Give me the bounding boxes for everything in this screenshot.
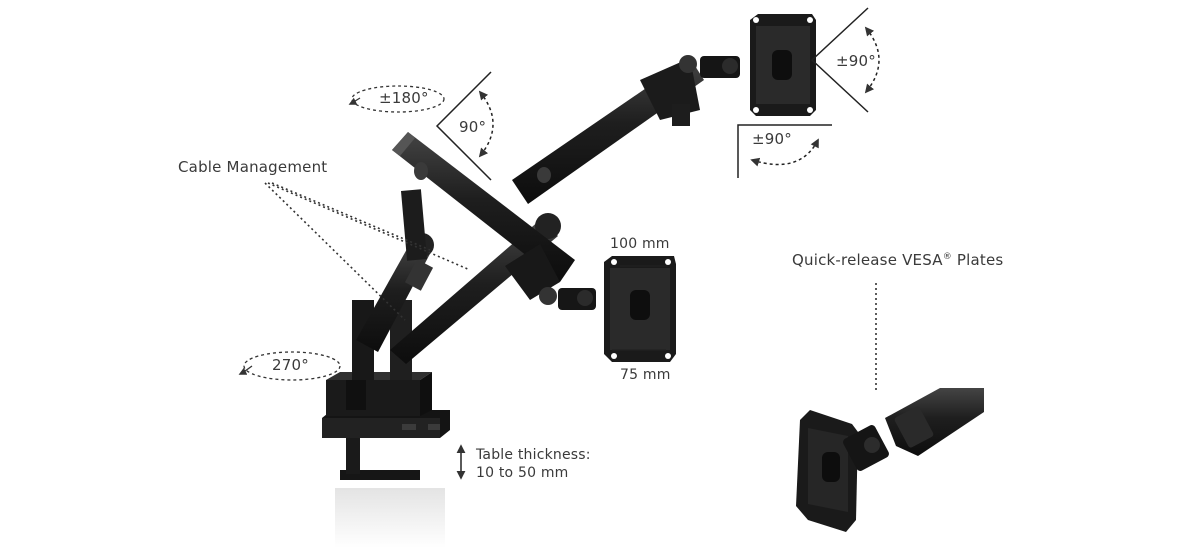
- tilt-pm90-indicator: [810, 7, 880, 113]
- vesa-75-label: 75 mm: [620, 367, 671, 383]
- vesa-plate-upper: [750, 14, 816, 116]
- vesa-dimension-lines: [612, 265, 668, 351]
- lower-arm-right: [390, 213, 561, 364]
- base-reflection: [335, 488, 445, 548]
- swivel-pm90-label: ±90°: [752, 130, 792, 148]
- rotation-180-indicator: [348, 85, 445, 113]
- table-thickness-label: Table thickness: 10 to 50 mm: [476, 446, 591, 482]
- quick-release-detail: [796, 388, 984, 532]
- table-thickness-line2: 10 to 50 mm: [476, 465, 569, 481]
- vesa-100-label: 100 mm: [610, 236, 670, 252]
- rotation-270-indicator: [238, 351, 341, 381]
- rotation-270-label: 270°: [272, 356, 309, 374]
- tilt-pm90-label: ±90°: [836, 52, 876, 70]
- quick-release-label: Quick-release VESA® Plates: [792, 251, 1003, 269]
- swivel-pm90-indicator: [737, 124, 832, 178]
- tilt-90-label: 90°: [459, 118, 487, 136]
- cable-management-label: Cable Management: [178, 158, 328, 176]
- desk-clamp: [322, 372, 450, 480]
- registered-mark: ®: [942, 252, 952, 262]
- upper-arm-back: [512, 55, 740, 204]
- vesa-plate-lower: [604, 256, 676, 362]
- table-thickness-line1: Table thickness:: [476, 447, 591, 463]
- quick-release-suffix: Plates: [951, 251, 1004, 269]
- quick-release-prefix: Quick-release VESA: [792, 251, 943, 269]
- rotation-180-label: ±180°: [379, 89, 429, 107]
- tilt-90-indicator: [435, 71, 494, 181]
- leader-lines: [264, 182, 877, 392]
